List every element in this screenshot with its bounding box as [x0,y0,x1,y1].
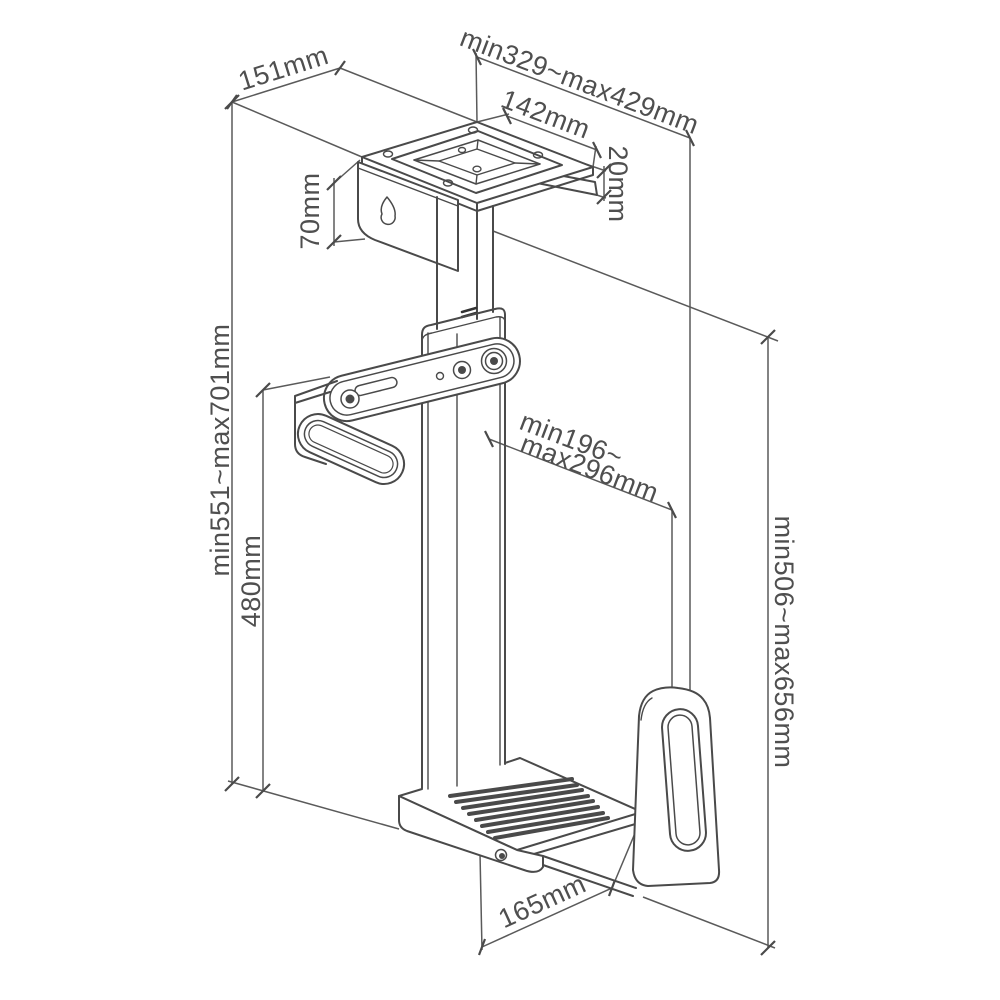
handle-bracket [294,380,406,485]
tick [226,94,238,110]
tick [760,940,776,956]
fin-inner-edge [640,697,653,721]
tick [255,382,271,398]
dim-line-clamp-range [488,438,673,511]
arm-inner-outline [329,343,515,416]
tick [326,175,342,191]
tick [224,776,240,792]
tick [484,430,494,448]
clamp-knob-center [490,357,498,365]
tick [477,938,487,956]
vesa-boss-corner-ridges [413,139,541,185]
outer-column-edges [421,314,506,789]
base-front-band [398,795,544,873]
ext-line-base-left [479,852,483,951]
tick [596,189,612,205]
top-plate-assembly [361,121,598,212]
handle-bracket-face [294,380,338,465]
vent-slat [454,783,579,804]
tray-vent-slats [448,777,610,840]
plate-screw-hole [532,151,544,159]
dim-line-width-range [476,56,691,139]
fin-oval-cutout-inner [667,714,701,846]
ext-line-plate-width-right [592,145,597,168]
label-column-height: 480mm [236,535,266,628]
ext-line-side-bottom [642,896,776,949]
arm-pivot-bolt-center [345,394,355,404]
handle-oval-inner [308,424,394,474]
tick [472,48,482,66]
base-tray [398,757,643,897]
ext-line-width-left [475,52,478,123]
tray-top-surface [399,758,642,850]
arm-mid-bolt-center [458,366,466,374]
telescoping-arm [322,336,521,423]
tick [326,234,342,250]
vent-slat [474,799,595,822]
plate-screw-hole [442,179,454,187]
thumb-screw-center [499,853,505,859]
fin-bracket [632,686,721,887]
wall-bracket [357,161,459,272]
tick [334,60,346,76]
label-wall-bracket-height: 70mm [295,172,325,249]
wall-bracket-fold [357,167,459,207]
inner-column-edges [436,196,494,330]
outer-column-inner-edges [427,316,501,790]
label-base-depth: 165mm [494,868,591,934]
vent-slat [493,816,610,840]
outer-column-cap [421,307,506,336]
slide-rail [542,855,637,897]
wall-bracket-face [357,161,459,272]
plate-screw-hole [467,126,479,134]
vent-slat [486,811,605,834]
vent-slat [448,777,574,798]
boss-hole-a [457,146,467,154]
ext-line-top-depth-left [231,101,363,158]
vent-slat [480,805,600,828]
tick [502,107,512,125]
ext-line-plate-width-left [476,113,510,123]
tick [685,129,695,147]
vent-slat [461,788,584,810]
label-top-depth: 151mm [235,40,332,96]
arm-small-hole [435,371,445,381]
tick [596,163,612,179]
ext-line-top-depth-right [339,67,478,123]
label-flange-height: 20mm [603,145,633,222]
plate-screw-hole [382,150,394,158]
outer-column [421,307,506,790]
dim-line-base-depth [481,887,613,948]
label-side-height-range: min506~max656mm [769,516,799,769]
ext-line-bottom-shared [227,780,400,830]
keyhole-slot [380,196,396,226]
dimension-ticks [224,48,776,956]
tick [255,783,271,799]
tick [592,141,602,159]
label-total-height-range: min551~max701mm [205,324,235,577]
tick [667,501,677,519]
handle-oval-mid [303,419,399,479]
dim-line-plate-width [506,115,598,151]
ext-line-column-top [262,376,331,391]
dim-line-top-depth [231,67,341,103]
tick [760,329,776,345]
vent-slat [467,794,590,816]
boss-hole-b [472,165,482,173]
ext-line-wall-bracket-bottom [333,238,366,243]
ext-line-side-top [492,230,779,342]
